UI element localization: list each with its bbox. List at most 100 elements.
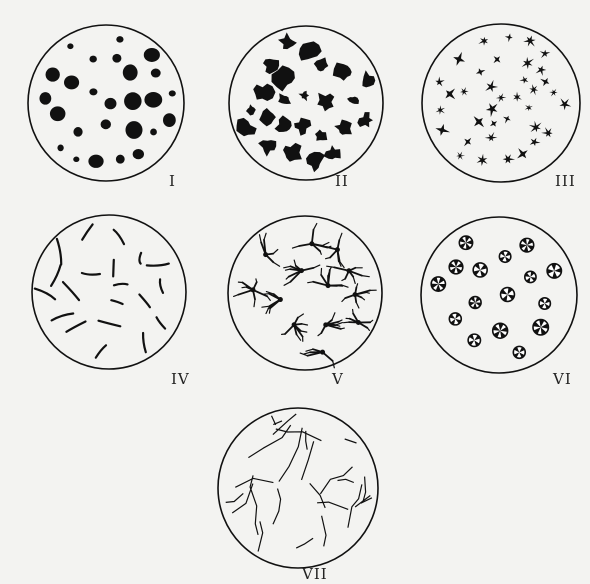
star — [435, 124, 450, 136]
patch — [259, 108, 276, 126]
patch — [306, 152, 325, 172]
star — [529, 84, 538, 95]
dendrite-arm — [321, 325, 325, 333]
panel-i — [39, 36, 175, 168]
dendrite-branch — [356, 284, 357, 288]
crack — [248, 425, 290, 458]
patch — [246, 104, 256, 115]
patch — [294, 118, 311, 136]
dendrite-branch — [367, 328, 369, 331]
dendrite-branch — [273, 250, 278, 254]
rosette — [459, 236, 472, 249]
spot — [150, 128, 157, 135]
dendrite-branch — [320, 251, 321, 254]
star — [456, 152, 465, 160]
star — [503, 116, 511, 124]
spot — [64, 76, 79, 90]
panel-label-ii: II — [335, 172, 349, 190]
rosette — [547, 264, 561, 278]
circle-outline-vi — [421, 217, 577, 373]
crack — [363, 477, 366, 503]
patch — [362, 70, 375, 87]
dendrite-branch — [341, 328, 345, 329]
patch — [333, 63, 352, 81]
star — [464, 138, 471, 147]
rosette — [449, 260, 463, 274]
spot — [133, 149, 144, 159]
dendrite-arm — [330, 250, 337, 258]
dendrite-branch — [332, 313, 335, 320]
panel-label-vi: VI — [553, 370, 572, 388]
spot — [57, 144, 63, 151]
panel-v — [234, 224, 377, 368]
panel-vii — [226, 414, 372, 552]
spot — [116, 36, 123, 43]
star — [485, 132, 498, 141]
rosette — [499, 251, 510, 262]
star — [540, 78, 549, 86]
dendrite-arm — [266, 255, 274, 263]
star — [519, 76, 528, 84]
dendrite-arm — [285, 325, 294, 334]
star — [486, 103, 498, 117]
dendrite-branch — [318, 333, 321, 336]
star — [523, 36, 535, 47]
dendrite-branch — [314, 265, 320, 268]
rod — [82, 273, 100, 275]
patch — [236, 118, 256, 136]
spot — [67, 43, 73, 49]
dendrite-branch — [298, 314, 304, 318]
panel-iii — [435, 33, 571, 166]
star — [478, 37, 488, 46]
dendrite-branch — [264, 233, 266, 240]
dendrite-branch — [342, 279, 345, 281]
dendrite-branch — [342, 298, 345, 301]
rod — [139, 295, 150, 308]
dendrite-branch — [284, 266, 291, 268]
dendrite-branch — [327, 266, 335, 267]
star — [541, 127, 552, 137]
star — [559, 98, 571, 110]
crack — [276, 429, 322, 441]
crack — [310, 483, 326, 508]
rosette — [468, 334, 480, 346]
rod — [139, 253, 141, 264]
star — [549, 89, 557, 97]
dendrite-arm — [355, 295, 356, 303]
dendrite-branch — [242, 287, 247, 288]
rod — [113, 260, 114, 277]
spot — [73, 157, 79, 162]
dendrite-branch — [262, 306, 270, 307]
crack — [226, 493, 244, 502]
rosette — [431, 277, 445, 291]
star — [474, 116, 484, 127]
rod — [66, 322, 85, 332]
dendrite-arm — [266, 254, 274, 255]
dendrite-branch — [293, 246, 300, 248]
crack — [279, 428, 302, 482]
rod — [99, 321, 121, 327]
spot — [89, 88, 97, 95]
rod — [63, 282, 79, 300]
crack — [338, 479, 354, 482]
dendrite-branch — [306, 349, 313, 351]
dendrite-branch — [353, 277, 355, 284]
rosette — [539, 298, 550, 309]
dendrite-branch — [322, 243, 329, 246]
circle-outline-iii — [422, 24, 580, 182]
panel-ii — [236, 32, 375, 172]
star — [536, 66, 547, 76]
dendrite-branch — [260, 235, 262, 243]
star — [460, 87, 469, 96]
dendrite-branch — [339, 320, 342, 322]
crack — [322, 516, 326, 547]
crack — [345, 439, 357, 443]
star — [517, 148, 528, 158]
spot — [105, 98, 117, 109]
spot — [116, 155, 125, 164]
dendrite-branch — [362, 297, 365, 299]
dendrite-arm — [334, 267, 349, 270]
star — [453, 52, 465, 66]
rosette — [501, 288, 515, 302]
